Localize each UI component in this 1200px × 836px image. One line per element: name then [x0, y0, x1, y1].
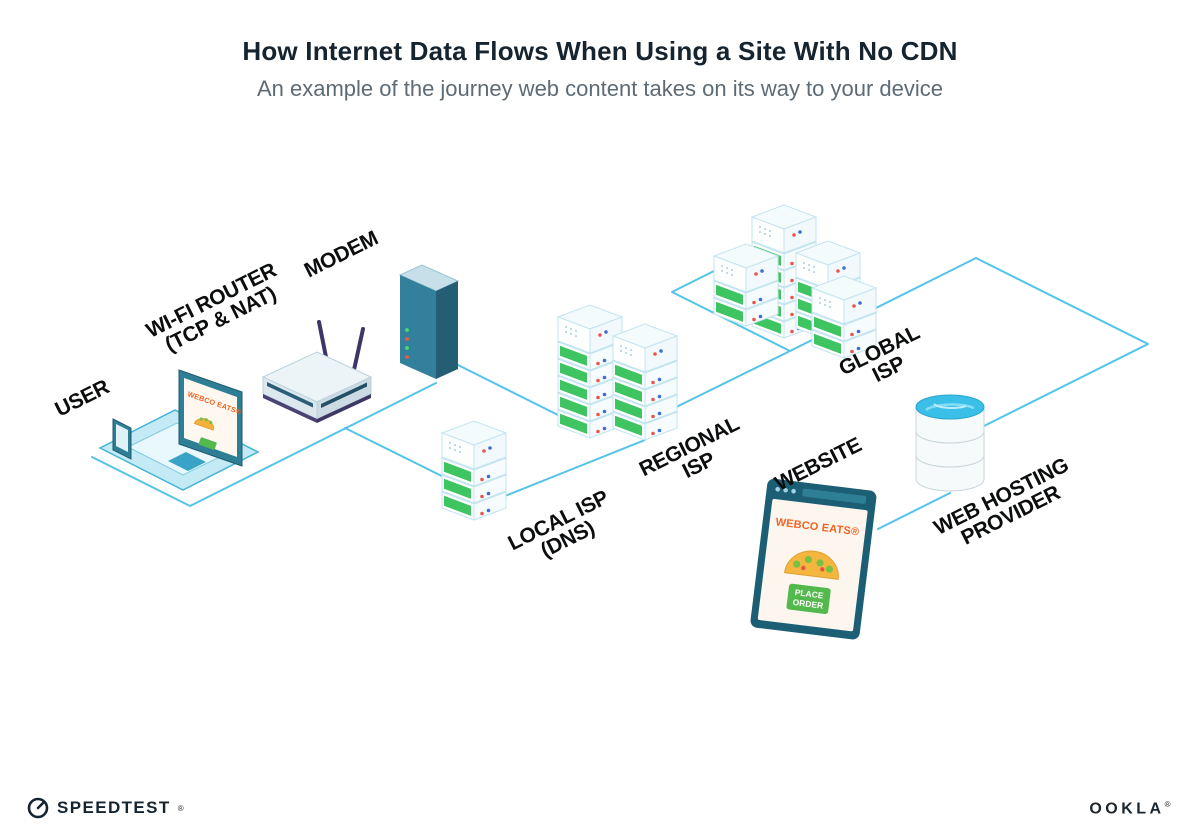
speedtest-wordmark: SPEEDTEST	[57, 798, 171, 817]
router-base-edge-right	[317, 394, 371, 423]
ookla-wordmark: OOKLA	[1089, 800, 1165, 817]
wifi-router	[261, 320, 373, 423]
page-subtitle: An example of the journey web content ta…	[256, 76, 944, 101]
line-global-isp-to-web-hosting	[867, 257, 1149, 429]
modem-device	[398, 264, 460, 379]
place-order-button	[786, 583, 831, 614]
browser-dot-icon	[791, 488, 796, 494]
website-browser: WEBCO EATS® PLACE ORDER	[750, 478, 877, 640]
browser-dot-icon	[783, 487, 788, 493]
laptop-screen	[184, 378, 237, 457]
router-stripe-right	[321, 382, 367, 408]
modem-front	[400, 275, 436, 379]
router-stripe-left	[267, 382, 313, 408]
line-regional-to-global-isp	[659, 350, 791, 416]
line-local-to-regional-isp	[499, 439, 646, 499]
global-isp-servers	[713, 204, 877, 359]
website-taco-graphic	[784, 550, 839, 580]
laptop-taco-graphic	[193, 417, 214, 431]
router-base-edge-left	[263, 394, 317, 423]
label-modem: MODEM	[301, 227, 382, 283]
speedtest-trademark: ®	[177, 803, 184, 813]
browser-dot-icon	[775, 486, 780, 492]
place-order-button-label: ORDER	[792, 597, 824, 611]
modem-led	[405, 346, 409, 350]
ookla-logo: OOKLA®	[1089, 800, 1174, 818]
local-isp-servers	[441, 420, 507, 521]
regional-isp-servers	[557, 304, 678, 441]
laptop-order-button	[198, 437, 217, 450]
water-highlight	[933, 403, 967, 409]
label-user: USER	[52, 375, 114, 421]
modem-led	[405, 328, 409, 332]
speedtest-gauge-icon	[27, 797, 49, 819]
connection-lines	[91, 252, 1149, 530]
modem-led	[405, 355, 409, 359]
user-laptop: WEBCO EATS®	[98, 369, 260, 491]
place-order-button-label: PLACE	[794, 587, 824, 600]
web-hosting-database	[915, 394, 985, 492]
laptop-trackpad	[168, 452, 206, 471]
page-title: How Internet Data Flows When Using a Sit…	[242, 36, 958, 66]
line-web-hosting-to-website	[877, 492, 951, 530]
water-highlight	[925, 403, 975, 412]
line-user-to-modem	[91, 382, 437, 507]
modem-side	[436, 281, 458, 379]
smartphone-screen	[116, 424, 128, 452]
ookla-trademark: ®	[1164, 799, 1174, 809]
browser-address-bar	[802, 488, 867, 504]
speedtest-logo: SPEEDTEST ®	[26, 796, 184, 820]
modem-led	[405, 337, 409, 341]
